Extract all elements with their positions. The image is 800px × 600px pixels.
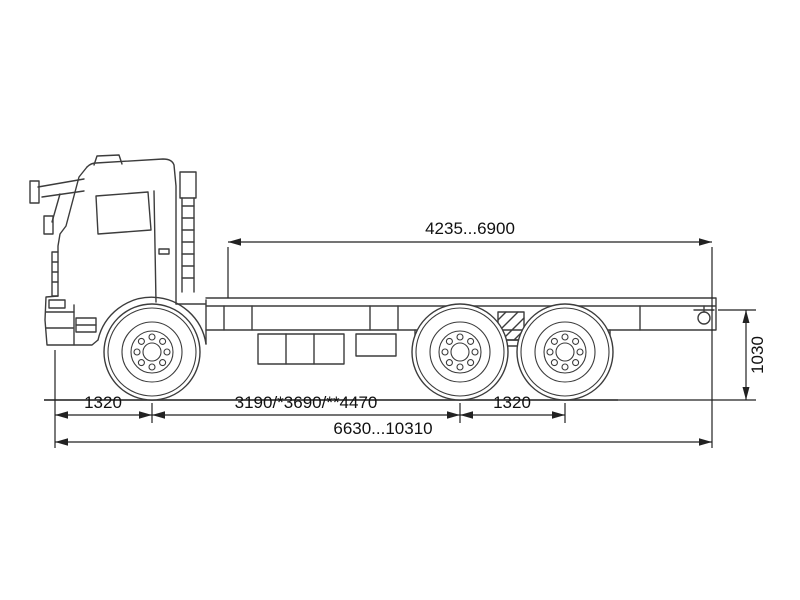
dim-top-span-label: 4235...6900 [425,219,515,238]
dim-front-overhang-label: 1320 [84,393,122,412]
rear-wheel-2 [516,303,614,401]
truck-drawing [29,154,717,401]
front-wheel [103,303,201,401]
dim-frame-height: 1030 [618,309,767,401]
cab [44,158,207,346]
mirror-assembly [29,178,85,235]
dim-lower-row: 1320 3190/*3690/**4470 1320 [54,350,566,448]
dim-top-span: 4235...6900 [227,219,713,448]
dim-overall-length-label: 6630...10310 [333,419,432,438]
dim-overall-length: 6630...10310 [55,419,712,446]
rear-wheel-1 [411,303,509,401]
dim-frame-height-label: 1030 [748,336,767,374]
tow-coupling [693,305,715,325]
dim-wheelbase-label: 3190/*3690/**4470 [235,393,378,412]
roof-marker [93,154,123,166]
dim-rear-bogie-label: 1320 [493,393,531,412]
equipment-boxes [257,333,397,365]
air-intake-stack [179,171,197,293]
